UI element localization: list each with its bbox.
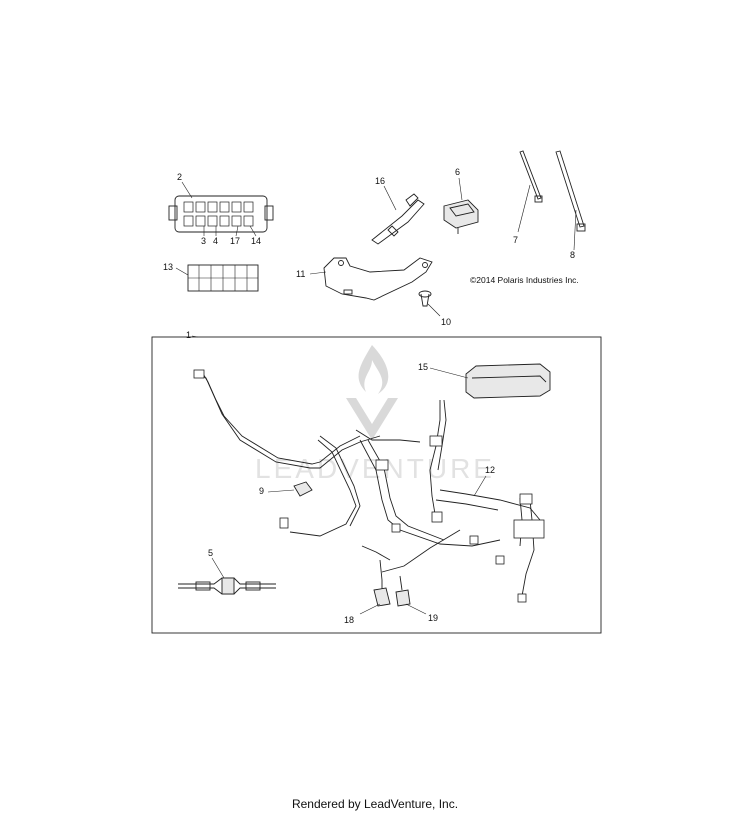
harness-connectors (193, 369, 545, 603)
callout-10: 10 (441, 317, 451, 327)
harness-assembly-frame (151, 336, 602, 634)
callout-15: 15 (418, 362, 428, 372)
cable-tie-part-8[interactable] (555, 150, 586, 232)
wire-harness-part-12[interactable] (197, 371, 541, 597)
callout-11: 11 (296, 269, 305, 279)
callout-1: 1 (186, 330, 191, 340)
callout-5: 5 (208, 548, 213, 558)
callout-13: 13 (163, 262, 173, 272)
svg-text:LEADVENTURE: LEADVENTURE (255, 453, 495, 484)
leadventure-watermark: LEADVENTURE (255, 345, 495, 484)
copyright-text: ©2014 Polaris Industries Inc. (470, 275, 579, 285)
connector-part-19[interactable] (395, 589, 411, 607)
connector-part-2[interactable] (168, 195, 274, 233)
callout-18: 18 (344, 615, 354, 625)
parts-diagram: LEADVENTURE (151, 150, 602, 634)
callout-17: 17 (230, 236, 240, 246)
push-rivet-part-10[interactable] (418, 290, 432, 307)
callout-16: 16 (375, 176, 385, 186)
bracket-part-11[interactable] (323, 257, 433, 301)
fuse-holder-part-5[interactable] (178, 577, 276, 595)
harness-clip-part-16[interactable] (371, 193, 425, 245)
callout-6: 6 (455, 167, 460, 177)
module-part-15[interactable] (465, 363, 551, 399)
connector-part-9[interactable] (293, 481, 313, 497)
callout-12: 12 (485, 465, 495, 475)
callout-19: 19 (428, 613, 438, 623)
callout-4: 4 (213, 236, 218, 246)
cable-tie-part-7[interactable] (519, 150, 543, 203)
label-sheet-part-13[interactable] (187, 264, 259, 292)
callout-2: 2 (177, 172, 182, 182)
callout-3: 3 (201, 236, 206, 246)
connector-part-6[interactable] (443, 199, 479, 234)
callout-8: 8 (570, 250, 575, 260)
connector-part-18[interactable] (373, 587, 391, 607)
callout-7: 7 (513, 235, 518, 245)
footer-credit: Rendered by LeadVenture, Inc. (291, 797, 459, 811)
callout-9: 9 (259, 486, 264, 496)
callout-14: 14 (251, 236, 261, 246)
